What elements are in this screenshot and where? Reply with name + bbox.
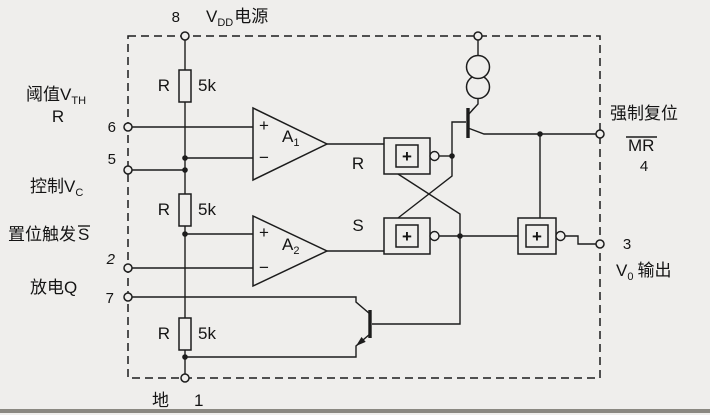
reset-transistor-arrow xyxy=(468,104,477,115)
pin-1-terminal xyxy=(180,373,190,383)
pin-6-number: 6 xyxy=(108,119,116,136)
latch-r-label: R xyxy=(352,154,364,173)
a1-plus-sign: + xyxy=(259,116,269,135)
resistor-r2 xyxy=(178,193,192,227)
junction-dot xyxy=(182,231,188,237)
r1-value: 5k xyxy=(198,76,216,95)
vdd-label: VDD电源 xyxy=(206,7,268,29)
junction-dot xyxy=(457,233,463,239)
latch-gate-r-inner xyxy=(395,144,419,168)
output-gate-bubble xyxy=(555,230,566,242)
wire-output-gate-to-pin3 xyxy=(565,235,596,245)
comparator-a1 xyxy=(252,106,329,182)
pin-4-terminal xyxy=(595,129,605,139)
scan-edge xyxy=(0,409,710,413)
discharge-label: 放电Q xyxy=(30,278,77,297)
vdd-aux-terminal xyxy=(473,31,483,41)
pin-7-terminal xyxy=(123,292,133,302)
a1-name: A1 xyxy=(282,127,299,149)
discharge-transistor-arrow xyxy=(356,337,366,346)
resistor-r3 xyxy=(178,317,192,351)
junction-dot xyxy=(449,153,455,159)
r3-value: 5k xyxy=(198,324,216,343)
junctions xyxy=(182,131,543,360)
output-gate-inner xyxy=(525,224,549,248)
forced-reset-label: 强制复位 xyxy=(610,104,678,123)
r2-name: R xyxy=(158,200,170,219)
pin-1-number: 1 xyxy=(194,391,203,410)
mr-label: MR xyxy=(628,136,654,155)
junction-dot xyxy=(537,131,543,137)
latch-gate-s-inner xyxy=(395,224,419,248)
pin-6-terminal xyxy=(123,122,133,132)
pin-4-number: 4 xyxy=(640,158,648,175)
control-label: 控制VC xyxy=(30,177,83,199)
pin-8-number: 8 xyxy=(172,9,180,26)
latch-gate-s-bubble xyxy=(429,230,440,242)
junction-dot xyxy=(182,354,188,360)
wire-crosscouple-1 xyxy=(397,156,453,219)
threshold-r-label: R xyxy=(52,107,64,126)
a2-plus-sign: + xyxy=(259,223,269,242)
wire-gate1-to-reset-transistor-base xyxy=(451,121,466,156)
wire-current-source-to-emitter xyxy=(467,98,479,116)
latch-gate-r-bubble xyxy=(429,150,440,162)
pin-3-number: 3 xyxy=(623,236,631,253)
reset-transistor xyxy=(466,104,477,138)
current-source-circle-top xyxy=(465,54,491,80)
pin-5-terminal xyxy=(123,165,133,175)
output-gate xyxy=(517,217,566,255)
latch-s-label: S xyxy=(352,216,363,235)
ic-outline xyxy=(127,35,601,379)
a2-name: A2 xyxy=(282,235,299,257)
wire-to-discharge-base xyxy=(372,236,461,325)
discharge-transistor xyxy=(356,310,372,346)
gate2-symbol: + xyxy=(402,227,412,246)
ground-label: 地 xyxy=(152,391,169,410)
comparator-a2 xyxy=(252,214,329,288)
wire-crosscouple-2 xyxy=(397,173,461,236)
wire-pin7-discharge xyxy=(132,296,371,315)
r1-name: R xyxy=(158,76,170,95)
pin-8-terminal xyxy=(180,31,190,41)
gate1-symbol: + xyxy=(402,147,412,166)
output-gate-symbol: + xyxy=(532,227,542,246)
r2-value: 5k xyxy=(198,200,216,219)
junction-dot xyxy=(182,167,188,173)
current-source xyxy=(465,54,491,100)
threshold-label: 阈值VTH xyxy=(26,85,86,107)
wire-mr-line xyxy=(467,127,596,135)
pin-7-number: 7 xyxy=(106,290,114,307)
pin-2-number: 2 xyxy=(106,251,116,268)
pin-terminals xyxy=(123,31,605,383)
a1-minus-sign: − xyxy=(259,148,269,167)
pin-2-terminal xyxy=(123,263,133,273)
a2-minus-sign: − xyxy=(259,258,269,277)
rs-latch xyxy=(383,137,440,255)
pin-3-terminal xyxy=(595,239,605,249)
resistor-r1 xyxy=(178,69,192,103)
r3-name: R xyxy=(158,324,170,343)
junction-dot xyxy=(182,155,188,161)
wires xyxy=(132,40,596,374)
pin-5-number: 5 xyxy=(108,151,116,168)
